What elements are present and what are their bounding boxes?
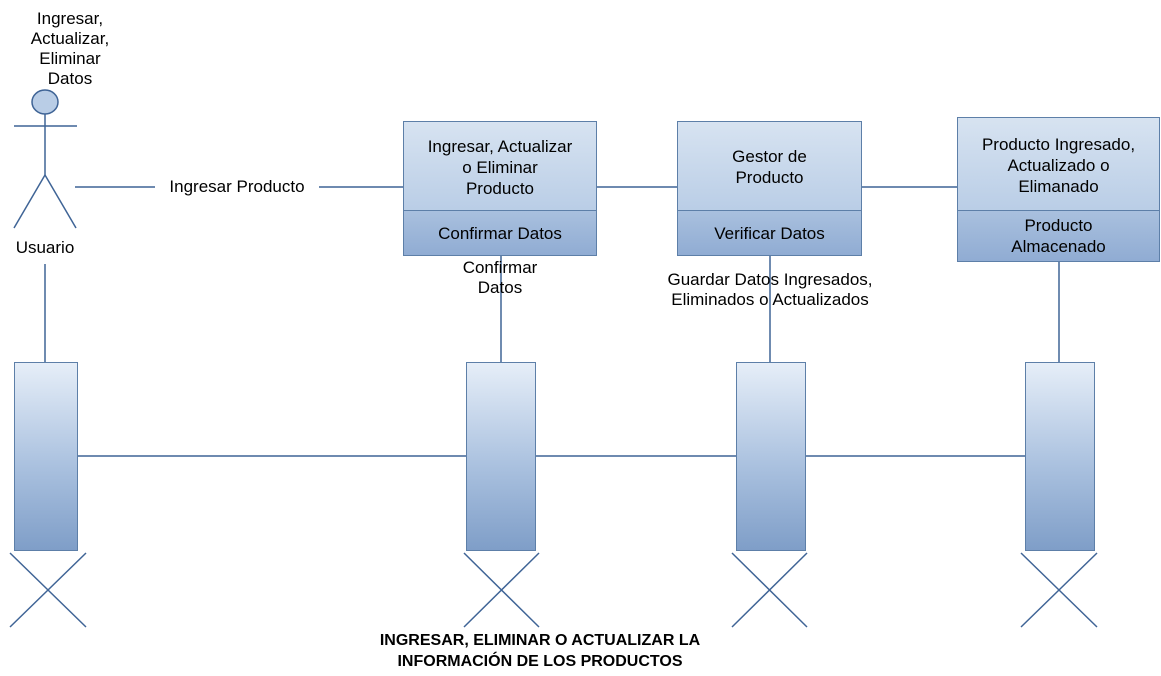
object-operation-2: Verificar Datos — [678, 210, 861, 255]
diagram-caption: INGRESAR, ELIMINAR O ACTUALIZAR LA INFOR… — [379, 632, 701, 670]
object-box-2: Gestor de Producto Verificar Datos — [677, 121, 862, 256]
activation-bar-2 — [736, 362, 806, 551]
activation-bar-actor — [14, 362, 78, 551]
activation-bar-3 — [1025, 362, 1095, 551]
object-box-1: Ingresar, Actualizar o Eliminar Producto… — [403, 121, 597, 256]
actor-note: Ingresar, Actualizar, Eliminar Datos — [30, 9, 110, 88]
actor-name: Usuario — [15, 238, 75, 257]
message-label-guardar-datos: Guardar Datos Ingresados, Eliminados o A… — [667, 270, 873, 309]
destroy-x-3-b — [1020, 552, 1098, 628]
actor-leg-left — [13, 174, 46, 229]
message-label-confirmar-datos: Confirmar Datos — [462, 258, 538, 297]
destroy-x-2-b — [731, 552, 808, 628]
object-box-3: Producto Ingresado, Actualizado o Eliman… — [957, 117, 1160, 262]
object-title-3: Producto Ingresado, Actualizado o Eliman… — [958, 118, 1159, 212]
destroy-x-actor-b — [9, 552, 87, 628]
activation-bar-1 — [466, 362, 536, 551]
actor-head — [31, 89, 59, 115]
actor-leg-right — [44, 174, 77, 229]
object-operation-1: Confirmar Datos — [404, 210, 596, 255]
object-operation-3: Producto Almacenado — [958, 210, 1159, 261]
destroy-x-1-b — [463, 552, 540, 628]
object-title-1: Ingresar, Actualizar o Eliminar Producto — [404, 122, 596, 212]
message-label-ingresar-producto: Ingresar Producto — [155, 177, 319, 197]
object-title-2: Gestor de Producto — [678, 122, 861, 212]
